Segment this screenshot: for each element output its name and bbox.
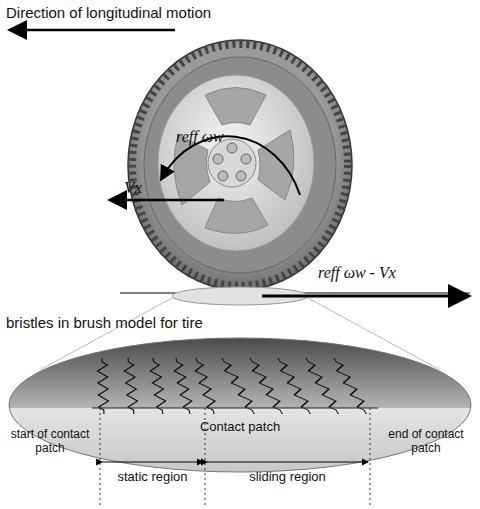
velocity-label: Vx [124, 178, 142, 198]
sliding-bristle [273, 358, 315, 414]
sliding-bristle [301, 358, 343, 414]
dotted-divider [100, 408, 101, 505]
model-title-label: bristles in brush model for tire [6, 314, 203, 331]
lug-nuts [213, 143, 251, 181]
region-dividers [100, 408, 370, 505]
tire-sidewall [144, 57, 336, 273]
spoke-hole [205, 198, 268, 233]
region-label: sliding region [205, 470, 370, 485]
static-bristle [148, 358, 168, 414]
velocity-arrow [112, 199, 224, 202]
rotation-arrow [162, 136, 300, 195]
static-bristle [97, 358, 109, 414]
start-label: start of contact patch [2, 428, 98, 456]
bristles [97, 358, 371, 414]
static-bristle [123, 358, 139, 414]
node-outline [8, 337, 472, 473]
sliding-region-span [207, 461, 368, 462]
motion-arrow [12, 29, 175, 32]
tire-outer [128, 40, 352, 290]
sliding-bristle [245, 358, 287, 414]
rim-spoke-holes [174, 88, 294, 234]
lug-nut [227, 143, 237, 153]
motion-direction-label: Direction of longitudinal motion [6, 4, 211, 21]
spoke-hole [258, 130, 294, 200]
end-label: end of contact patch [376, 428, 476, 456]
wheel-hub [208, 139, 256, 187]
slip-velocity-label: reff ωw - Vx [318, 264, 396, 282]
lug-nut [236, 171, 246, 181]
static-bristle [171, 358, 195, 414]
region-label: static region [100, 470, 205, 485]
spoke-hole [205, 88, 266, 126]
sliding-bristle [217, 358, 259, 414]
dotted-divider [370, 408, 371, 505]
wheel-rim [158, 75, 314, 251]
tire-tread [132, 44, 348, 286]
sliding-bristle [329, 358, 371, 414]
slip-velocity-arrow [262, 295, 466, 298]
road-surface-line [92, 407, 378, 408]
lug-nut [213, 154, 223, 164]
contact-patch-ellipse [9, 338, 471, 472]
dotted-divider [205, 408, 206, 505]
static-bristle [191, 358, 219, 414]
wheel-speed-label: reff ωw [176, 128, 224, 146]
lug-nut [241, 154, 251, 164]
lug-nut [218, 171, 228, 181]
static-region-span [102, 461, 203, 462]
contact-patch-node: Contact patch [8, 337, 472, 473]
